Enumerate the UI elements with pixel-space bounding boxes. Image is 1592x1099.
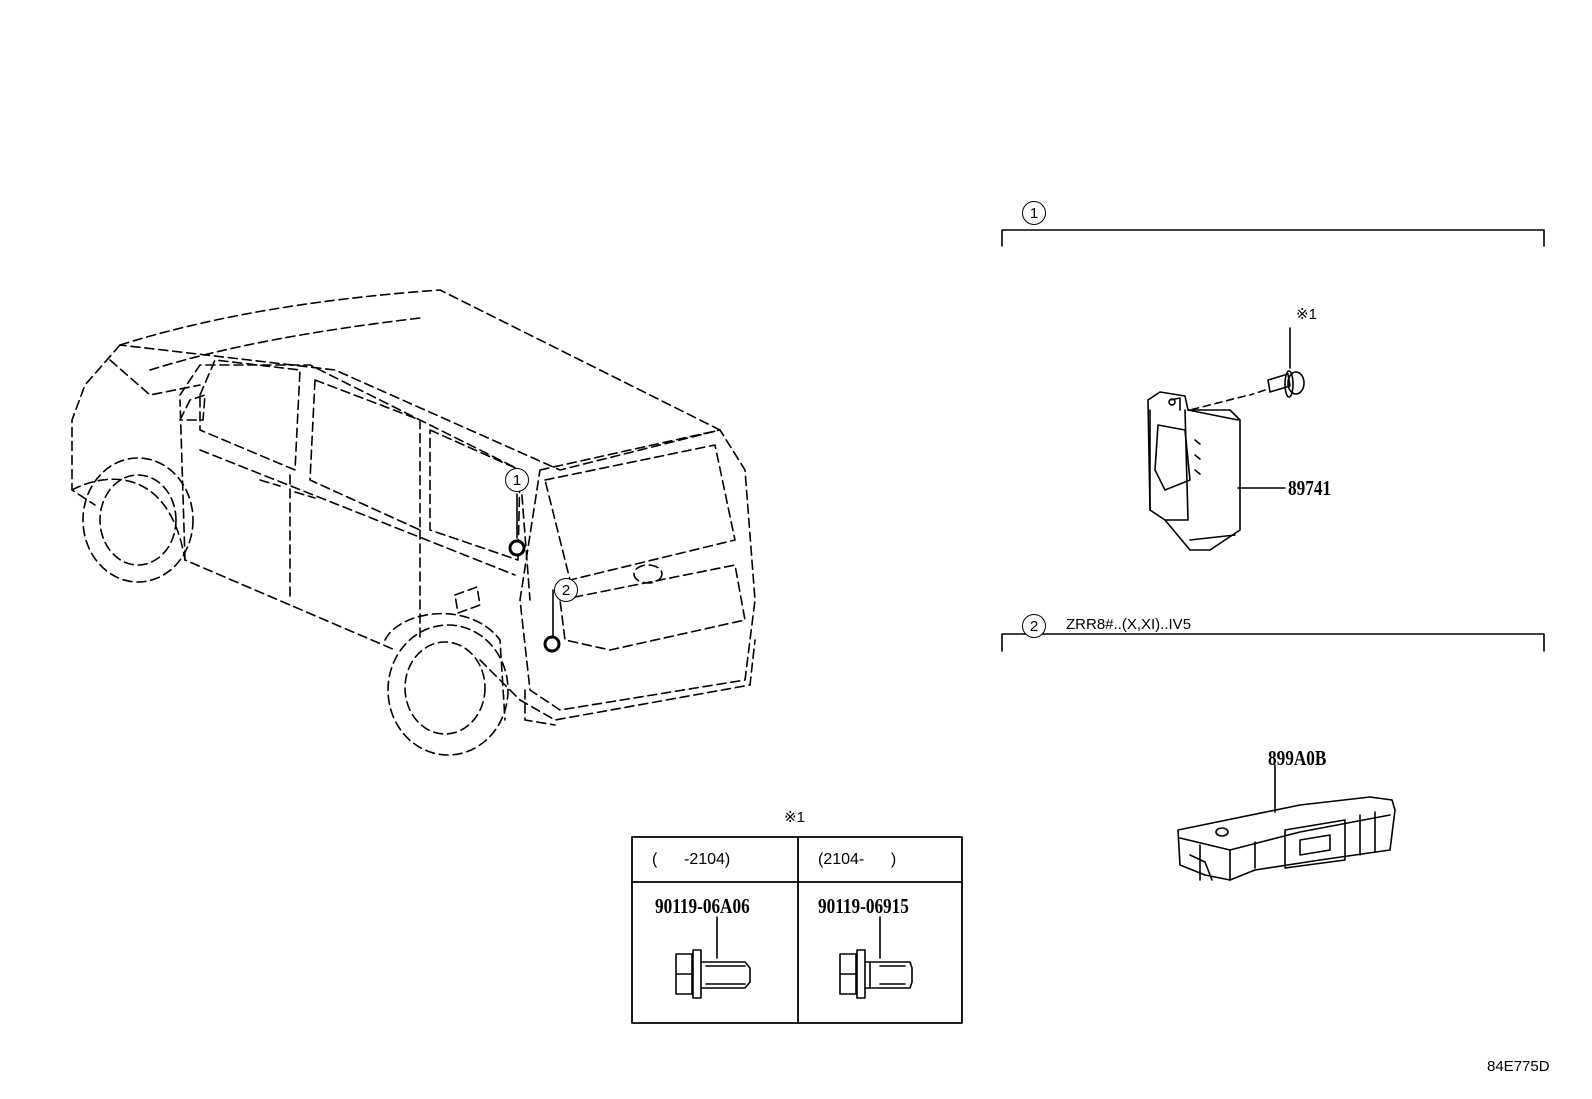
bolt-90119-06A06-illustration: [675, 916, 751, 999]
bolt-90119-06915-illustration: [839, 916, 913, 999]
section2-condition: ZRR8#..(X,XI)..IV5: [1066, 616, 1192, 633]
module-89741-illustration: [1147, 391, 1286, 551]
bolt-table-note-ref: ※1: [784, 809, 805, 826]
bolt-illustration: [1189, 327, 1305, 411]
section2-marker: 2: [1022, 614, 1046, 638]
bolt-table-lines: [631, 836, 963, 1024]
vehicle-callout-2: 2: [554, 578, 578, 602]
section2-bracket: [1001, 633, 1545, 652]
bracket-899A0B-illustration: [1177, 764, 1396, 881]
callout-leaders: [516, 493, 554, 637]
vehicle-illustration: [71, 289, 756, 756]
part-number-899A0B: 899A0B: [1268, 746, 1327, 770]
vehicle-callout-1: 1: [505, 468, 529, 492]
section1-note-ref: ※1: [1296, 306, 1317, 323]
part-number-90119-06915: 90119-06915: [818, 894, 909, 918]
part-number-89741: 89741: [1288, 476, 1332, 500]
section1-bracket: [1001, 229, 1545, 247]
location-marker-2: [543, 635, 561, 653]
diagram-code: 84E775D: [1487, 1058, 1550, 1075]
bolt-table-range-2: (2104- ): [818, 851, 897, 868]
location-marker-1: [508, 539, 526, 557]
bolt-table-range-1: ( -2104): [652, 851, 731, 868]
section1-marker: 1: [1022, 201, 1046, 225]
part-number-90119-06A06: 90119-06A06: [655, 894, 750, 918]
